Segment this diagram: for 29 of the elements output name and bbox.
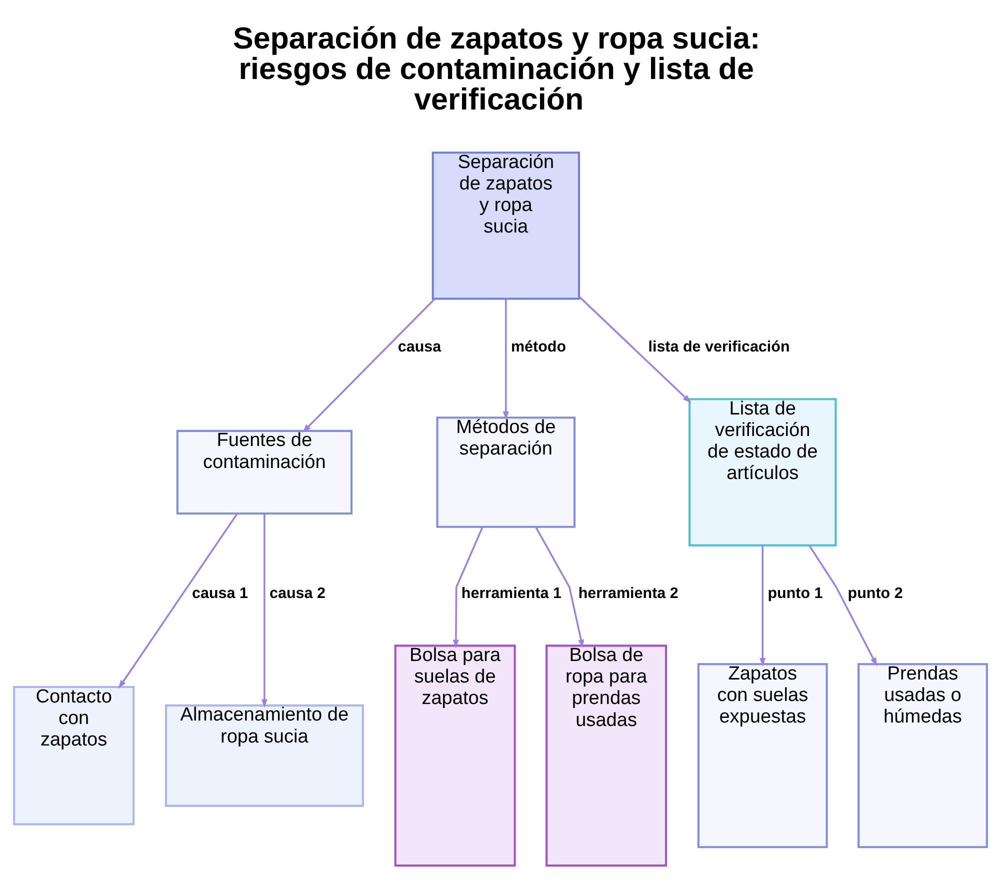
arrow (534, 526, 584, 648)
node-box: Prendas usadas o húmedas (857, 663, 988, 848)
arrow (808, 545, 877, 666)
node-box: Almacenamiento de ropa sucia (164, 704, 364, 807)
arrow (260, 514, 267, 708)
node-box: Fuentes de contaminación (176, 430, 352, 515)
node-box: Contacto con zapatos (12, 686, 134, 826)
edge-label: herramienta 1 (460, 585, 561, 602)
arrow (118, 513, 238, 689)
edge-label: punto 2 (847, 585, 902, 602)
node-box: Bolsa para suelas de zapatos (394, 644, 516, 867)
node-box: Lista de verificación de estado de artículos (688, 398, 836, 546)
arrow (452, 526, 483, 648)
node-box: Bolsa de ropa para prendas usadas (545, 644, 667, 867)
arrow (759, 545, 766, 667)
diagram-title: Separación de zapatos y ropa sucia: riesgos de contaminación y lista de verificación (232, 22, 760, 117)
edge-label: causa (397, 338, 441, 356)
node-box: Separación de zapatos y ropa sucia (431, 152, 580, 300)
edge-label: causa 1 (192, 585, 248, 602)
edge-label: lista de verificación (648, 338, 790, 356)
arrow (502, 298, 508, 420)
edge-label: método (510, 338, 566, 356)
arrow (578, 296, 691, 404)
edge-label: herramienta 2 (578, 585, 678, 602)
node-box: Métodos de separación (436, 416, 576, 528)
arrow (302, 298, 435, 433)
edge-label: causa 2 (269, 585, 325, 602)
node-box: Zapatos con suelas expuestas (696, 663, 828, 848)
edge-label: punto 1 (767, 585, 822, 602)
